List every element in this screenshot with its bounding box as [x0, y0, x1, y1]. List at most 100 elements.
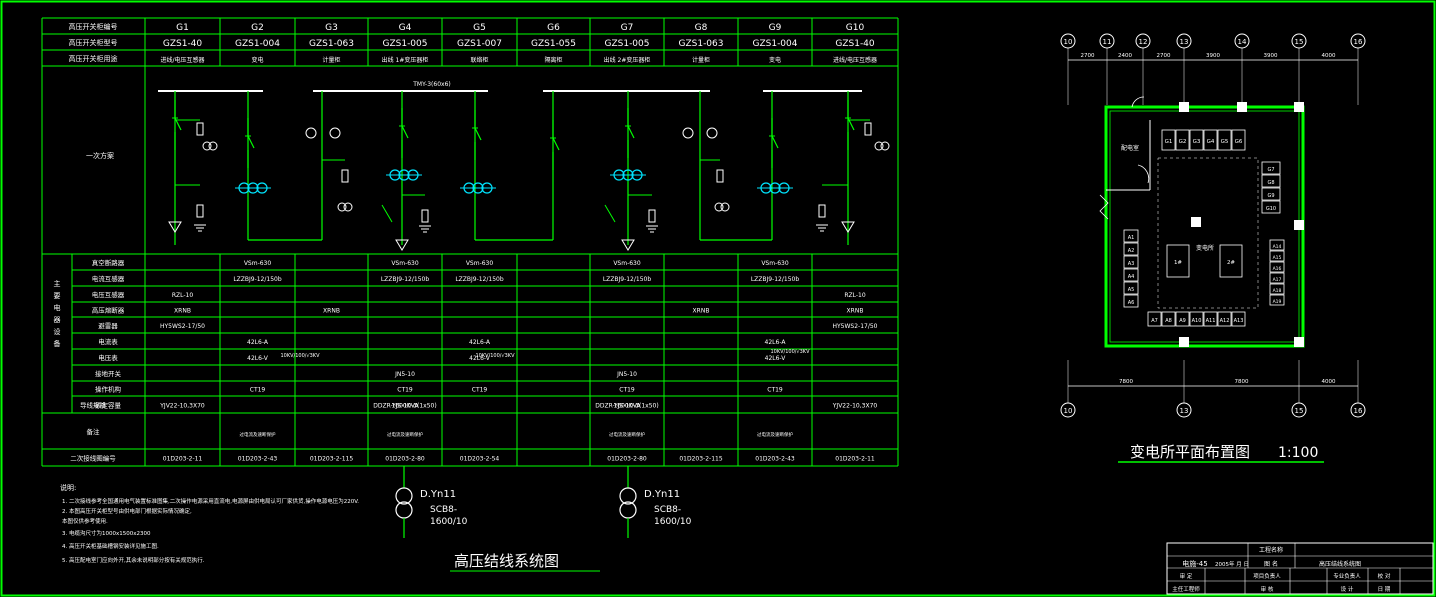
voltage-transformer-icon: [337, 202, 347, 212]
dimension-label: 4000: [1322, 53, 1336, 59]
equipment-cell: VSm-630: [391, 260, 419, 267]
equipment-row-label: 导线规格: [80, 401, 107, 410]
fuse-icon: [196, 122, 204, 136]
equipment-group-label-char: 设: [54, 327, 61, 336]
cabinet-model: GZS1-40: [163, 39, 203, 49]
lv-panel-box: [1147, 311, 1162, 327]
equipment-cell: LZZBJ9-12/150b: [233, 276, 282, 283]
arrester-icon: [841, 221, 855, 233]
equipment-cell: 42L6-V: [765, 355, 787, 362]
cabinet-id: G3: [325, 23, 338, 33]
lv-panel-label: A14: [1273, 244, 1282, 250]
lv-panel-label: A4: [1128, 274, 1135, 280]
equipment-cell: 1600KVA: [613, 403, 641, 410]
voltage-transformer-icon: [202, 141, 212, 151]
title-block-role: 审 核: [1261, 585, 1274, 593]
project-label: 工程名称: [1259, 546, 1283, 554]
title-block-role: 设 计: [1341, 585, 1354, 593]
equipment-cell: 过电流及速断保护: [240, 431, 276, 438]
lv-panel-box: [1189, 311, 1204, 327]
voltage-note: 10KV/100/√3KV: [475, 353, 515, 359]
title-block-role: 主任工程师: [1172, 585, 1200, 593]
equipment-cell: 01D203-2-80: [385, 456, 425, 463]
cabinet-use: 计量柜: [322, 56, 340, 64]
dimension-label: 2700: [1157, 53, 1171, 59]
cabinet-model: GZS1-063: [309, 39, 354, 49]
hv-cabinet-box: [1175, 129, 1190, 151]
floorplan-scale: 1:100: [1278, 445, 1318, 461]
notes-line: 3. 电缆沟尺寸为1000x1500x2300: [62, 529, 151, 537]
equipment-cell: XRNB: [323, 308, 340, 315]
earth-switch: [381, 204, 393, 223]
voltage-transformer-icon: [343, 202, 353, 212]
lv-panel-box: [1123, 281, 1139, 295]
equipment-cell: RZL-10: [844, 292, 865, 299]
cabinet-id: G9: [769, 23, 782, 33]
equipment-cell: DDZR-YJS-10-3(1x50): [595, 403, 658, 410]
lv-panel-box: [1161, 311, 1176, 327]
cabinet-use: 计量柜: [692, 56, 710, 64]
pt-symbol-icon: [305, 127, 317, 139]
hv-wiring-table: 高压开关柜编号高压开关柜型号高压开关柜用途G1GZS1-40进线/电压互感器G2…: [41, 17, 899, 467]
equipment-row-label: 额定容量: [95, 401, 122, 410]
cabinet-use: 联络柜: [470, 56, 488, 64]
column-icon: [1237, 102, 1247, 112]
hv-cabinet-label: G3: [1193, 139, 1201, 145]
lv-panel-box: [1123, 242, 1139, 256]
lv-panel-box: [1217, 311, 1232, 327]
axis-label: 13: [1180, 38, 1189, 46]
lv-panel-label: A12: [1220, 318, 1230, 324]
voltage-note: 10KV/100/√3KV: [280, 353, 320, 359]
lv-panel-label: A1: [1128, 235, 1135, 241]
equipment-row-label: 电压互感器: [92, 290, 125, 299]
dimension-label: 2700: [1081, 53, 1095, 59]
lv-panel-box: [1269, 261, 1285, 273]
cabinet-model: GZS1-40: [835, 39, 875, 49]
cabinet-id: G2: [251, 23, 264, 33]
drawing-date: 2005年 月 日: [1215, 560, 1249, 568]
diagram-title: 高压结线系统图: [454, 552, 559, 570]
equipment-cell: VSm-630: [761, 260, 789, 267]
arrester-icon: [621, 239, 635, 251]
equipment-row-label: 二次接线图编号: [70, 454, 116, 463]
hv-cabinet-box: [1217, 129, 1232, 151]
cabinet-use: 变电: [251, 56, 263, 64]
axis-label: 11: [1103, 38, 1112, 46]
break-line-icon: [1099, 194, 1109, 220]
column-icon: [1191, 217, 1201, 227]
cabinet-use: 进线/电压互感器: [160, 56, 204, 64]
cabinet-model: GZS1-055: [531, 39, 576, 49]
equipment-cell: JN5-10: [616, 371, 637, 378]
equipment-cell: 1600KVA: [391, 403, 419, 410]
equipment-cell: VSm-630: [466, 260, 494, 267]
axis-label: 16: [1354, 38, 1363, 46]
room-label: 配电室: [1121, 144, 1139, 152]
hv-cabinet-label: G5: [1221, 139, 1229, 145]
cabinet-model: GZS1-005: [382, 39, 427, 49]
title-block-role: 日 期: [1378, 586, 1391, 593]
right-cabinet-box: [1261, 174, 1281, 188]
column-icon: [1294, 102, 1304, 112]
cabinet-id: G1: [176, 23, 189, 33]
lv-panel-box: [1231, 311, 1246, 327]
cabinet-id: G7: [621, 23, 634, 33]
title-block-role: 专业负责人: [1333, 572, 1361, 580]
row-label: 高压开关柜编号: [69, 22, 118, 31]
breaker-contact: [401, 125, 409, 139]
equipment-cell: LZZBJ9-12/150b: [455, 276, 504, 283]
cabinet-use: 出线 2#变压器柜: [604, 56, 651, 64]
equipment-cell: VSm-630: [244, 260, 272, 267]
equipment-cell: CT19: [250, 387, 266, 394]
dimension-label: 7800: [1235, 379, 1249, 385]
transformer-box: [1166, 244, 1190, 278]
lv-panel-box: [1269, 250, 1285, 262]
hv-cabinet-label: G1: [1165, 139, 1173, 145]
breaker-contact: [552, 137, 560, 151]
voltage-transformer-icon: [208, 141, 218, 151]
equipment-cell: HY5WS2-17/50: [832, 323, 877, 330]
lv-panel-box: [1203, 311, 1218, 327]
notes-line: 本图仅供参考使用.: [62, 517, 108, 525]
title-block-role: 审 定: [1180, 572, 1193, 580]
equipment-row-label: 接地开关: [95, 369, 122, 378]
equipment-cell: 42L6-V: [469, 355, 491, 362]
